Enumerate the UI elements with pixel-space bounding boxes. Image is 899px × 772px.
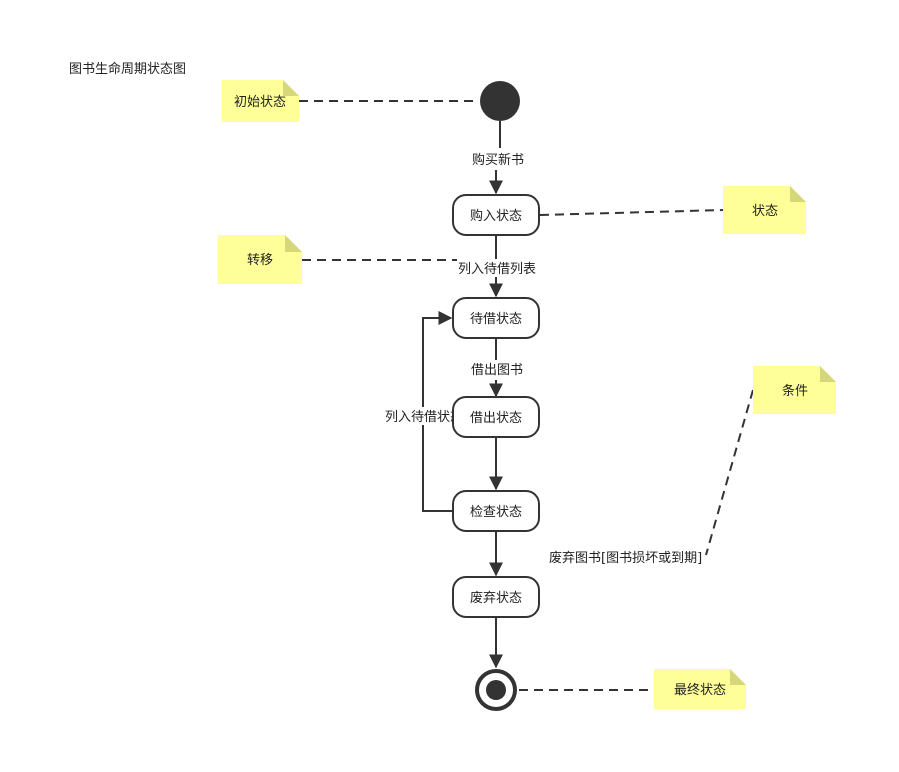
transition-label-buy: 购买新书 — [472, 152, 524, 168]
note-connector-condition — [705, 389, 754, 556]
final-node-core — [486, 680, 506, 700]
state-discarded — [452, 576, 540, 618]
initial-node — [480, 81, 520, 121]
diagram-title: 图书生命周期状态图 — [69, 61, 186, 77]
transition-label-borrow: 借出图书 — [471, 363, 523, 378]
note-label-initial: 初始状态 — [234, 95, 286, 110]
note-label-condition: 条件 — [782, 383, 808, 399]
state-awaiting — [452, 297, 540, 339]
state-label-purchased: 购入状态 — [470, 208, 522, 224]
state-purchased — [452, 194, 540, 236]
state-label-borrowed: 借出状态 — [470, 411, 522, 426]
transition-label-bg — [384, 407, 464, 425]
note-final: 最终状态 — [654, 669, 746, 709]
transition-label-relist: 列入待借状态 — [385, 410, 463, 425]
note-label-final: 最终状态 — [674, 682, 726, 698]
note-condition: 条件 — [753, 366, 836, 414]
note-label-state: 状态 — [752, 204, 778, 219]
transition-label-bg — [457, 259, 537, 277]
state-inspection — [452, 490, 540, 532]
note-label-transition: 转移 — [247, 253, 273, 268]
note-state: 状态 — [723, 186, 806, 234]
note-transition: 转移 — [218, 235, 302, 284]
state-label-discarded: 废弃状态 — [470, 590, 522, 606]
transition-label-list-for-borrow: 列入待借列表 — [458, 262, 536, 277]
state-label-inspection: 检查状态 — [470, 505, 522, 520]
state-borrowed — [452, 396, 540, 438]
transition-label-discard: 废弃图书[图书损坏或到期] — [549, 550, 702, 566]
note-connector-state — [539, 209, 725, 216]
state-label-awaiting: 待借状态 — [470, 312, 522, 327]
note-initial: 初始状态 — [222, 80, 299, 122]
